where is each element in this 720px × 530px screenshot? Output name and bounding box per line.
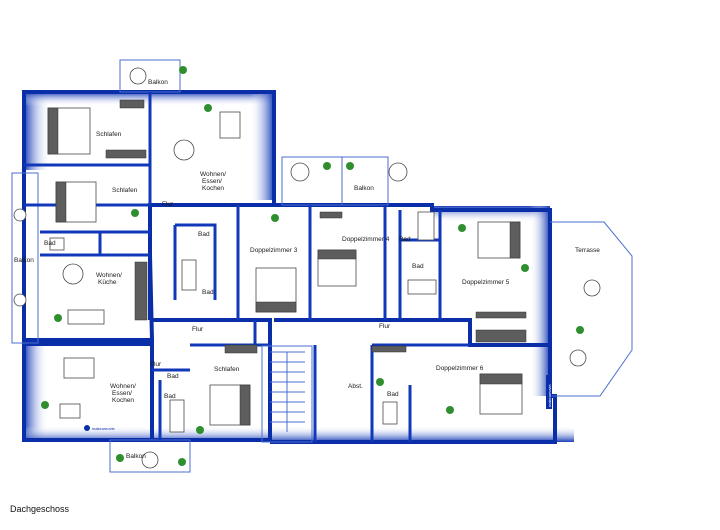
label-wohnen-top-3: Kochen — [202, 185, 224, 192]
room-labels: Balkon Schlafen Wohnen/ Essen/ Kochen Sc… — [14, 79, 600, 460]
label-balkon-left: Balkon — [14, 257, 34, 264]
beds — [47, 107, 523, 426]
label-wohnen-kueche-1: Wohnen/ — [96, 272, 122, 279]
label-doppelzimmer-4: Doppelzimmer 4 — [342, 236, 390, 243]
label-doppelzimmer-3: Doppelzimmer 3 — [250, 247, 298, 254]
logo-text: makeumovie — [92, 426, 115, 431]
logo: makeumovie — [84, 425, 115, 431]
staircase — [261, 345, 313, 443]
label-bad-bottom-1: Bad — [167, 373, 179, 380]
label-bad-mid-1: Bad — [198, 231, 210, 238]
label-wohnen-top-2: Essen/ — [202, 178, 222, 185]
label-wohnen-top-1: Wohnen/ — [200, 171, 226, 178]
bath-fixtures — [49, 211, 437, 433]
side-tag-text: makeumovie — [547, 384, 552, 407]
plants — [41, 66, 584, 466]
label-flur-left: Flur — [162, 201, 174, 208]
balconies — [11, 59, 633, 473]
outer-walls — [22, 90, 557, 444]
label-schlafen-top: Schlafen — [96, 131, 122, 138]
label-balkon-mid: Balkon — [354, 185, 374, 192]
label-schlafen-left: Schlafen — [112, 187, 138, 194]
label-flur-right: Flur — [379, 323, 391, 330]
label-wohnen-bottom-3: Kochen — [112, 397, 134, 404]
wardrobes — [105, 99, 527, 354]
label-bad-bottom-2: Bad — [164, 393, 176, 400]
label-wohnen-bottom-1: Wohnen/ — [110, 383, 136, 390]
label-abst: Abst. — [348, 383, 363, 390]
label-doppelzimmer-5: Doppelzimmer 5 — [462, 279, 510, 286]
side-tag-strip — [546, 375, 552, 409]
label-bad-mid-2: Bad — [202, 289, 214, 296]
floor-caption: Dachgeschoss — [10, 504, 70, 514]
label-flur-bottom: Flur — [150, 361, 162, 368]
label-bad-dz4-b: Bad — [412, 263, 424, 270]
label-bad-dz6: Bad — [387, 391, 399, 398]
label-schlafen-bottom: Schlafen — [214, 366, 240, 373]
tables — [13, 67, 601, 469]
label-bad-left: Bad — [44, 240, 56, 247]
label-balkon-bottom: Balkon — [126, 453, 146, 460]
label-balkon-top: Balkon — [148, 79, 168, 86]
label-bad-dz4: Bad — [399, 236, 411, 243]
label-wohnen-bottom-2: Essen/ — [112, 390, 132, 397]
label-terrasse: Terrasse — [575, 247, 600, 254]
label-flur-mid: Flur — [192, 326, 204, 333]
label-wohnen-kueche-2: Küche — [98, 279, 117, 286]
label-doppelzimmer-6: Doppelzimmer 6 — [436, 365, 484, 372]
